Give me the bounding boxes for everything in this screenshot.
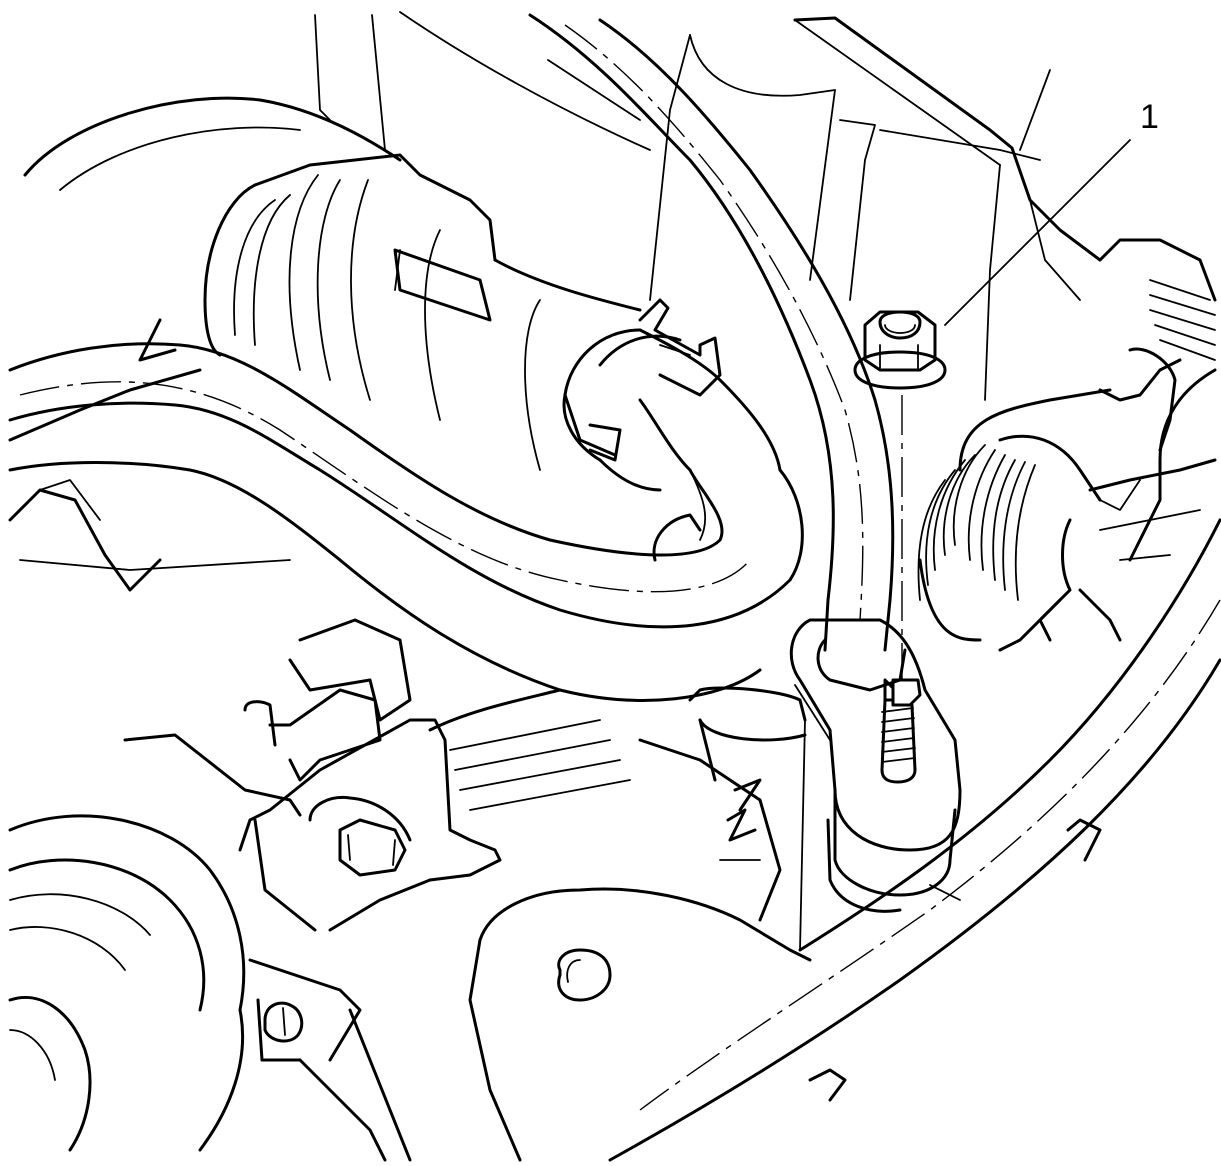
callout-1-leader	[944, 139, 1131, 326]
cylinder-component	[203, 153, 642, 471]
frame-rail-arc	[608, 518, 1221, 1162]
corrugated-boot	[917, 358, 1182, 652]
threaded-bolt	[880, 678, 922, 784]
u-hose	[8, 328, 804, 702]
ac-pipe	[528, 13, 895, 652]
right-components	[1038, 238, 1217, 642]
mid-area	[428, 686, 807, 951]
left-housing	[8, 96, 402, 592]
flange-nut	[853, 310, 947, 680]
callout-1: 1	[944, 98, 1159, 326]
mount-bracket	[123, 618, 502, 932]
lower-cover	[468, 887, 812, 1162]
callout-1-label: 1	[1140, 98, 1159, 136]
hose-clamp	[562, 298, 722, 492]
pipe-bracket	[789, 618, 962, 913]
pulley	[8, 814, 412, 1162]
background-structure	[314, 11, 1102, 401]
